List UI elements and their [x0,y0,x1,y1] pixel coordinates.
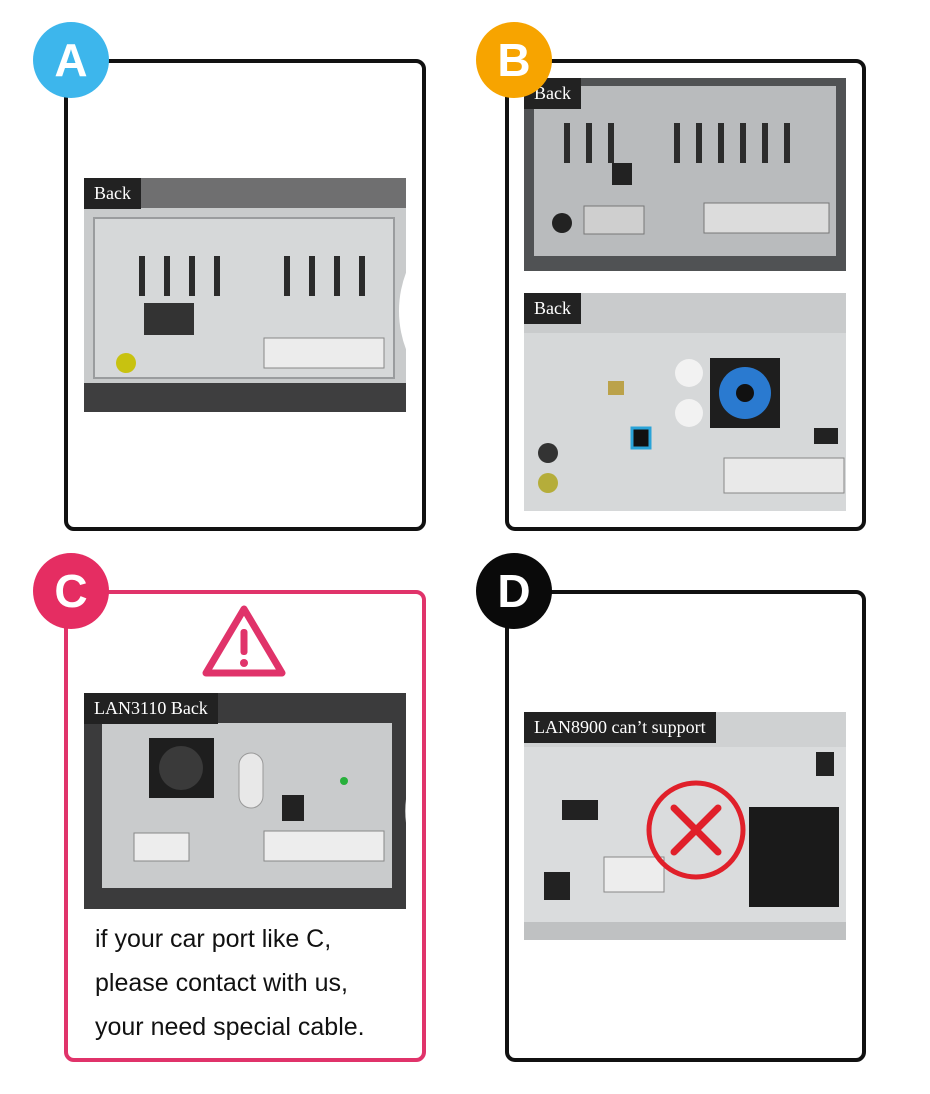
check-icon [346,194,406,412]
photo-a-back: Back [84,178,406,412]
photo-b-back-1: Back [524,78,846,271]
warning-triangle-icon [202,605,286,677]
cross-icon [646,780,746,880]
badge-d: D [476,553,552,629]
photo-d-back: LAN8900 can’t support [524,712,846,940]
note-line-3: your need special cable. [95,1013,365,1041]
photo-b-back-2: Back [524,293,846,511]
note-line-2: please contact with us, [95,969,348,997]
note-line-1: if your car port like C, [95,925,332,953]
photo-a-label: Back [84,178,141,209]
badge-c: C [33,553,109,629]
photo-b2-label: Back [524,293,581,324]
photo-c-back: LAN3110 Back [84,693,406,909]
badge-b: B [476,22,552,98]
photo-c-label: LAN3110 Back [84,693,218,724]
badge-a: A [33,22,109,98]
check-icon [788,88,846,271]
check-icon [788,315,846,511]
check-icon [344,703,406,909]
photo-d-label: LAN8900 can’t support [524,712,716,743]
